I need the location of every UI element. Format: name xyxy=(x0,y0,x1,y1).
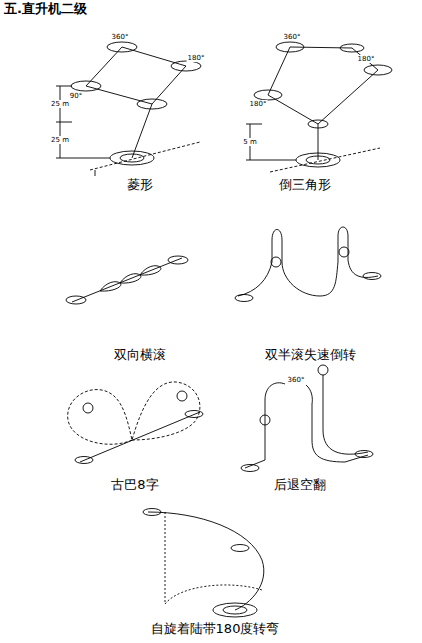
figure-caption: 倒三角形 xyxy=(279,178,331,193)
diamond-figure xyxy=(56,42,201,176)
angle-dimension-label: 180° xyxy=(249,100,268,108)
angle-dimension-label: 180° xyxy=(357,55,376,63)
angle-dimension-label: 25 m xyxy=(50,100,70,108)
figure-caption: 双向横滚 xyxy=(114,348,166,363)
roll-figure xyxy=(66,256,188,304)
split-s-figure xyxy=(235,227,381,302)
figure-caption: 自旋着陆带180度转弯 xyxy=(151,622,280,637)
angle-dimension-label: 360° xyxy=(287,376,306,384)
angle-dimension-label: 90° xyxy=(69,92,83,100)
angle-dimension-label: 25 m xyxy=(50,136,70,144)
angle-dimension-label: 360° xyxy=(111,33,130,41)
angle-dimension-label: 5 m xyxy=(242,138,258,146)
autorotation-figure xyxy=(143,509,264,618)
figure-caption: 古巴8字 xyxy=(111,478,158,493)
figure-caption: 双半滚失速倒转 xyxy=(265,348,356,363)
angle-dimension-label: 360° xyxy=(283,33,302,41)
figure-caption: 后退空翻 xyxy=(274,478,326,493)
triangle-figure xyxy=(246,42,392,172)
page-title: 五.直升机二级 xyxy=(4,2,87,17)
cuban-eight-figure xyxy=(68,382,203,464)
figure-caption: 菱形 xyxy=(127,178,153,193)
back-loop-figure xyxy=(241,365,373,472)
angle-dimension-label: 180° xyxy=(187,54,206,62)
